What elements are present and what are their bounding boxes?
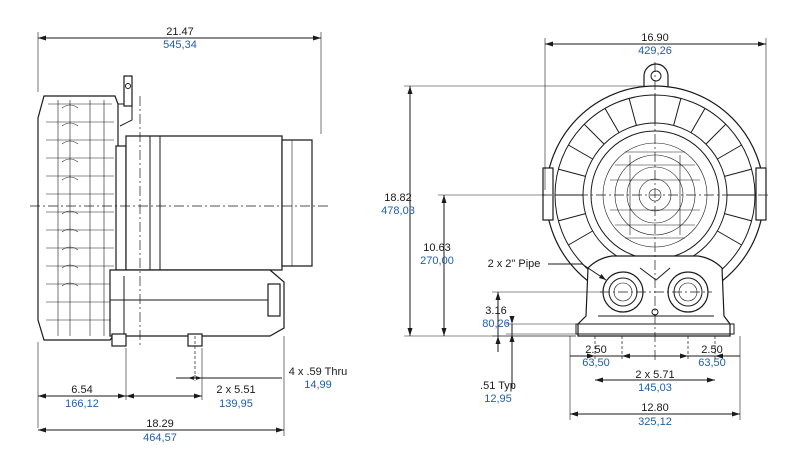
dim-mount-offset-metric: 166,12 [65,398,99,410]
dim-mount-hole: 4 x .59 Thru 14,99 [176,366,347,391]
dim-mount-offset: 6.54 166,12 [37,342,127,428]
housing-fin [583,123,605,145]
dim-foot-left-metric: 63,50 [582,357,610,369]
dim-foot-left-imperial: 2.50 [585,344,606,356]
dim-overall-width-metric: 429,26 [638,45,672,57]
dim-base-length-imperial: 18.29 [146,418,174,430]
side-foot-right [187,333,203,347]
dim-base-width: 12.80 325,12 [569,336,741,428]
dim-mount-hole-metric: 14,99 [304,379,332,391]
dim-mount-hole-imperial: 4 x .59 Thru [289,366,348,378]
side-housing-fins [46,100,114,336]
side-foot-left [111,333,127,347]
housing-fin [568,230,593,246]
housing-fin [628,98,637,126]
dim-center-height: 10.63 270,00 [420,194,545,336]
dim-base-thickness-metric: 12,95 [484,393,512,405]
dim-mount-spacing-front-imperial: 2 x 5.71 [635,369,674,381]
dim-overall-width-imperial: 16.90 [641,32,669,44]
housing-fin [717,144,742,160]
dim-pipe-height-metric: 80,26 [482,318,510,330]
side-view: 21.47 545,34 6.54 166,12 2 x 5.51 139,95… [30,26,347,444]
dim-base-width-metric: 325,12 [638,416,672,428]
dim-feet: 2.50 63,50 2.50 63,50 2 x 5.71 145,03 [570,344,740,394]
dim-mount-spacing-side: 2 x 5.51 139,95 [126,348,256,410]
dim-center-height-metric: 270,00 [420,255,454,267]
side-motor-endcap [281,139,313,267]
housing-fin [604,108,620,133]
side-motor-body [125,135,283,271]
side-motor-flange [115,145,127,271]
dim-mount-offset-imperial: 6.54 [71,384,92,396]
housing-fin [673,98,682,126]
housing-fin [724,213,752,222]
side-blower-housing [37,95,119,341]
dim-foot-right-imperial: 2.50 [701,344,722,356]
dim-overall-length-metric: 545,34 [163,39,197,51]
dim-overall-length-imperial: 21.47 [166,26,194,38]
side-outlet-cap [267,283,281,317]
housing-fin [717,230,742,246]
front-view: 16.90 429,26 18.82 478,03 10.63 270,00 2… [381,32,770,428]
housing-fin [705,123,727,145]
housing-fin [690,108,706,133]
dim-overall-height-imperial: 18.82 [384,192,412,204]
dim-mount-spacing-side-metric: 139,95 [219,398,253,410]
dim-center-height-imperial: 10.63 [423,242,451,254]
dim-overall-height-metric: 478,03 [381,205,415,217]
housing-fin [724,168,752,177]
dim-foot-right-metric: 63,50 [698,357,726,369]
dim-pipe-height: 3.16 80,26 [482,291,603,352]
front-right-lug [755,167,767,221]
dim-base-thickness: .51 Typ 12,95 [480,316,576,405]
side-base-outlet [109,269,285,337]
front-left-lug [542,167,554,221]
dim-pipe-callout: 2 x 2" Pipe [488,258,607,281]
dim-overall-height: 18.82 478,03 [381,85,644,337]
side-top-bracket [118,103,133,127]
side-eyebolt [123,75,133,107]
dim-base-width-imperial: 12.80 [641,402,669,414]
front-housing-fins [555,95,755,246]
dim-overall-width: 16.90 429,26 [544,32,767,190]
housing-fin [558,213,586,222]
dim-base-thickness-imperial: .51 Typ [480,380,516,392]
dim-base-length-metric: 464,57 [143,432,177,444]
housing-fin [558,168,586,177]
dim-mount-spacing-front-metric: 145,03 [638,382,672,394]
housing-fin [568,144,593,160]
dim-pipe-height-imperial: 3.16 [485,305,506,317]
dim-pipe-size: 2 x 2" Pipe [488,258,541,270]
dim-base-length: 18.29 464,57 [38,336,285,444]
dim-mount-spacing-side-imperial: 2 x 5.51 [216,384,255,396]
front-mount-plate [575,323,735,335]
dim-overall-length: 21.47 545,34 [37,26,322,134]
